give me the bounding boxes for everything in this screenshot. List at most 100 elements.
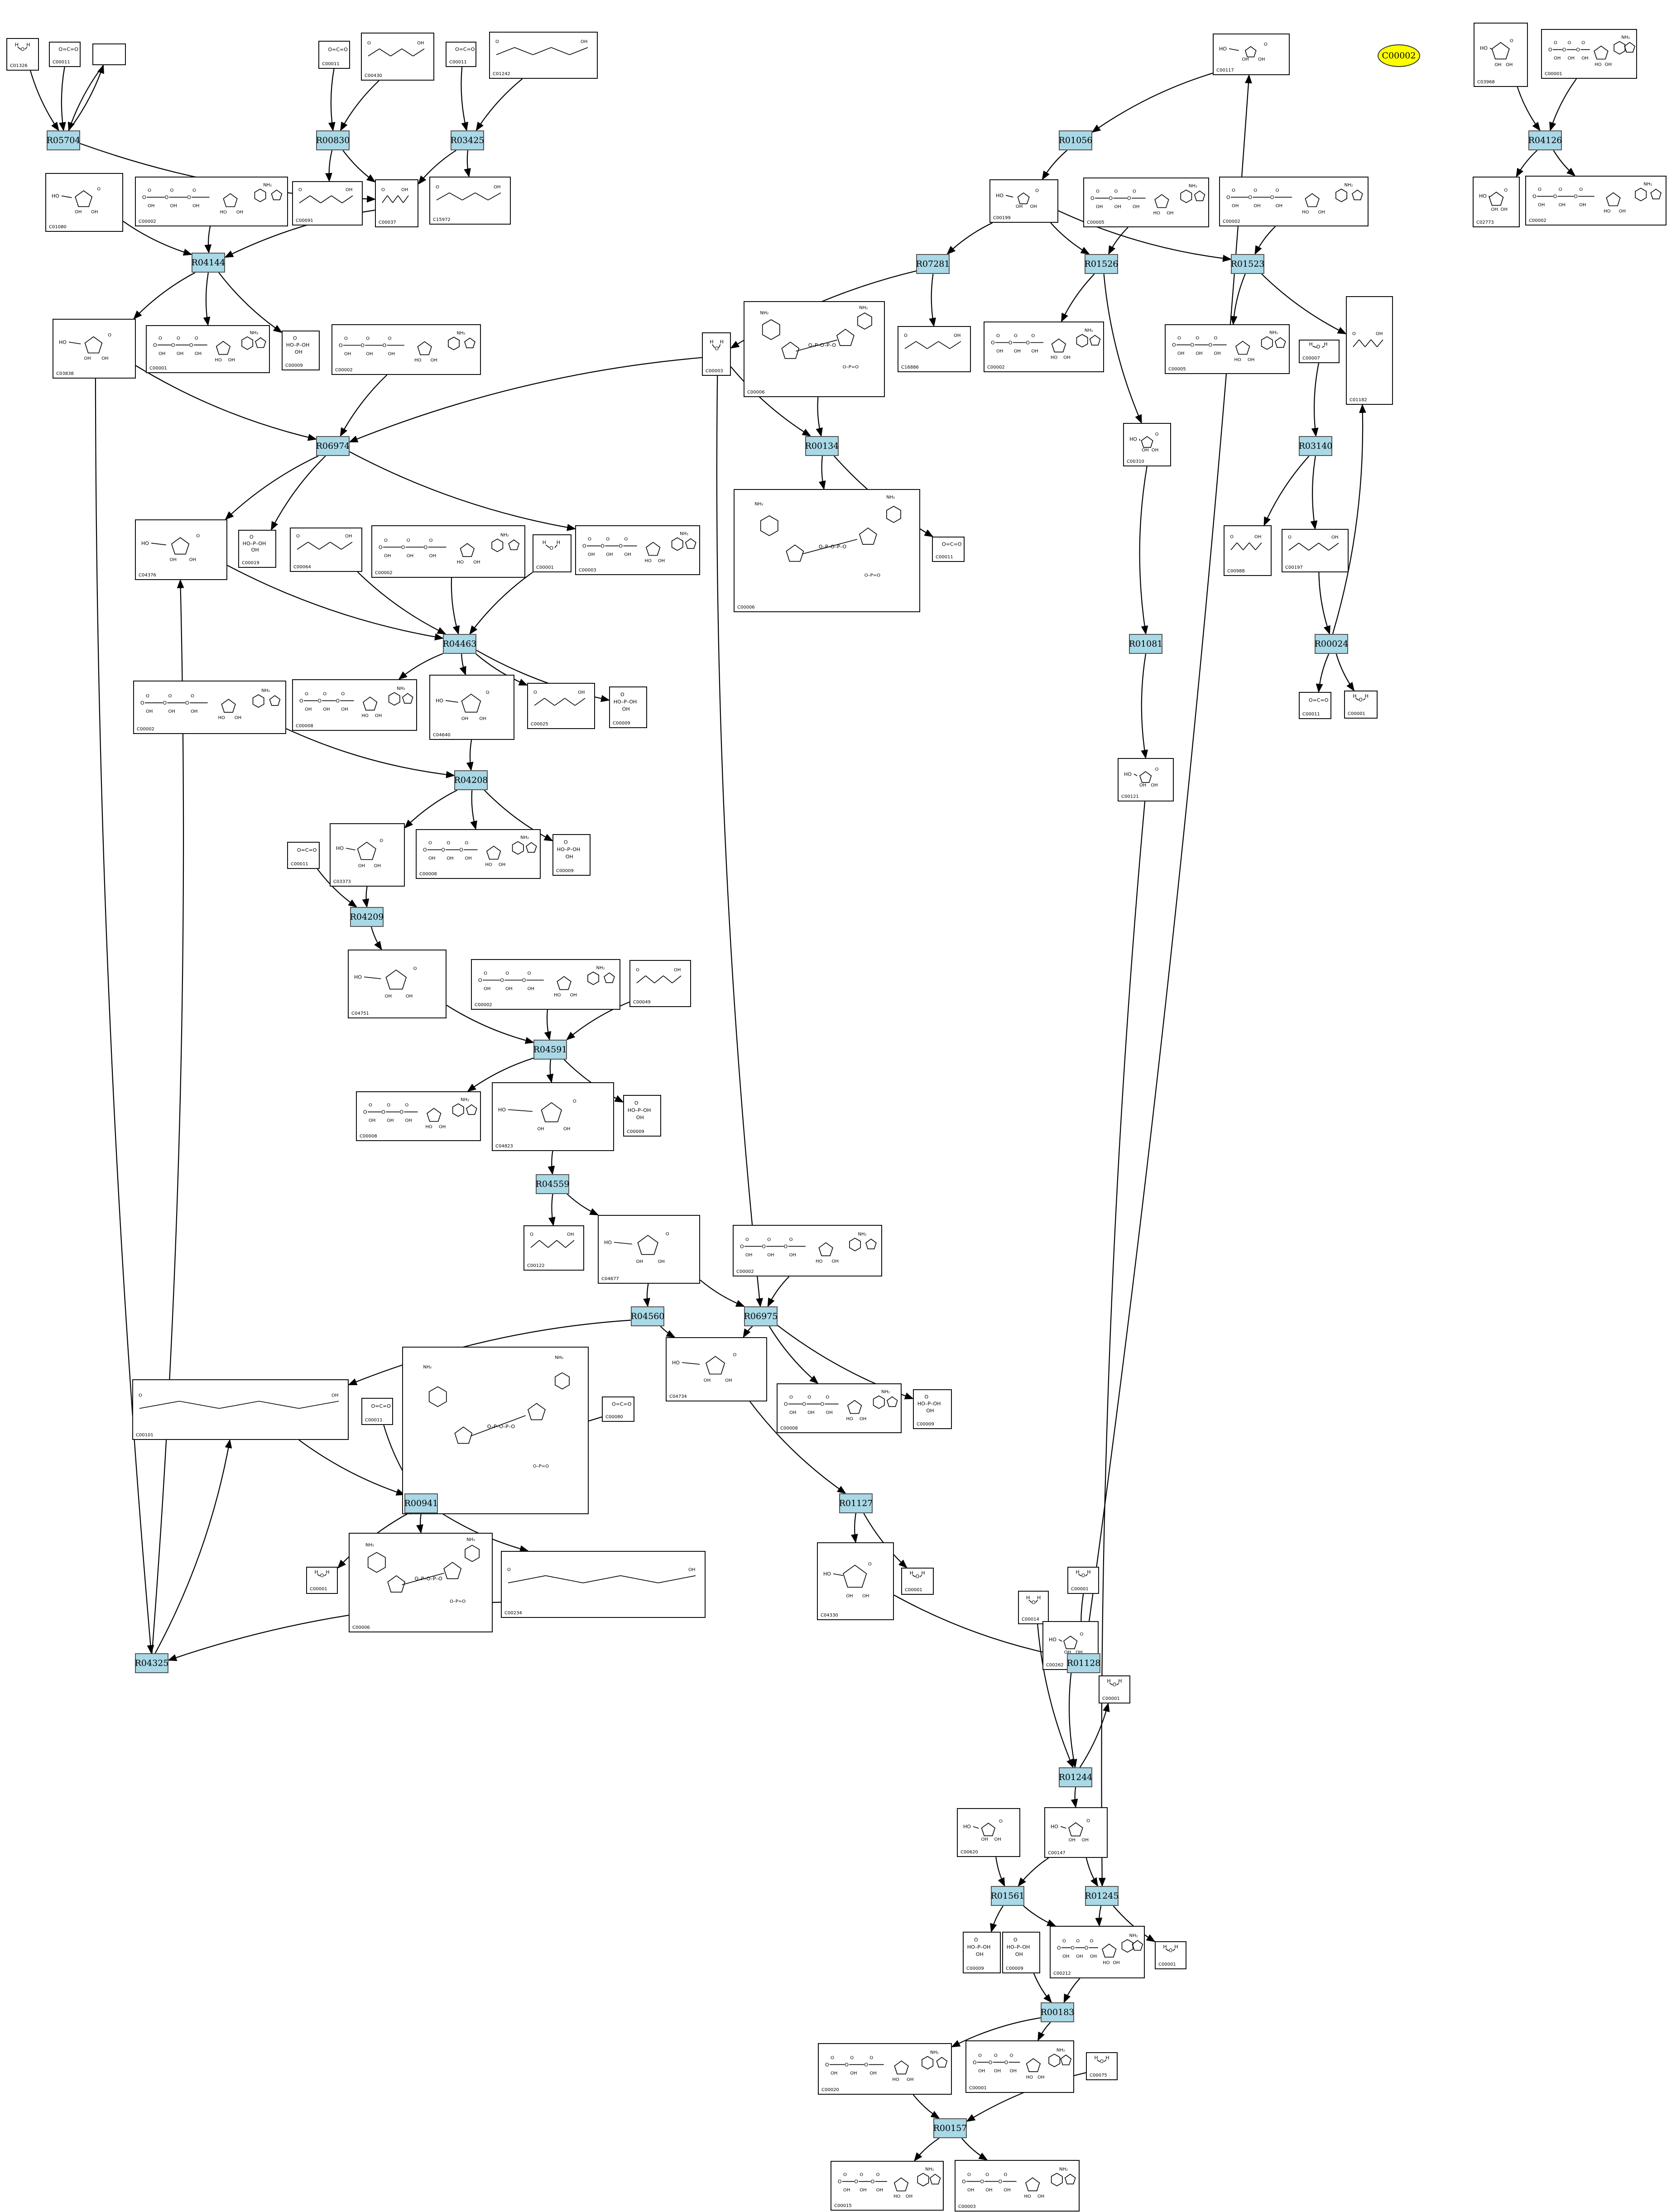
reaction-node[interactable]: R00157 (933, 2118, 967, 2138)
reaction-node[interactable]: R00183 (1041, 2002, 1074, 2022)
reaction-node[interactable]: R01081 (1129, 634, 1162, 654)
reaction-node[interactable]: R05704 (47, 130, 80, 150)
reaction-node[interactable]: R01244 (1059, 1767, 1092, 1787)
reaction-node[interactable]: R07281 (916, 254, 950, 274)
reaction-node[interactable]: R04560 (631, 1306, 664, 1326)
reaction-node[interactable]: R04144 (192, 253, 225, 273)
reaction-node[interactable]: R03425 (451, 130, 484, 150)
reaction-node[interactable]: R04209 (350, 907, 384, 927)
reaction-node[interactable]: R01056 (1059, 130, 1092, 150)
reaction-node[interactable]: R00941 (404, 1493, 438, 1513)
reaction-node[interactable]: R00024 (1315, 634, 1348, 654)
reaction-node[interactable]: R01127 (839, 1493, 873, 1513)
reaction-node[interactable]: R04208 (454, 770, 488, 790)
reaction-node[interactable]: R03140 (1299, 436, 1332, 456)
reaction-node[interactable]: R01245 (1085, 1886, 1119, 1906)
compound-node[interactable] (92, 43, 126, 65)
reaction-node[interactable]: R00830 (316, 130, 350, 150)
reaction-node[interactable]: R04559 (536, 1174, 569, 1194)
reaction-node[interactable]: R06975 (744, 1306, 778, 1326)
reaction-node[interactable]: R01128 (1067, 1653, 1100, 1673)
reaction-node[interactable]: R04463 (443, 634, 476, 654)
reaction-node[interactable]: R06974 (316, 436, 350, 456)
compound-ellipse[interactable]: C00002 (1378, 44, 1420, 67)
reaction-node[interactable]: R00134 (805, 436, 839, 456)
reaction-node[interactable]: R04591 (533, 1040, 567, 1060)
